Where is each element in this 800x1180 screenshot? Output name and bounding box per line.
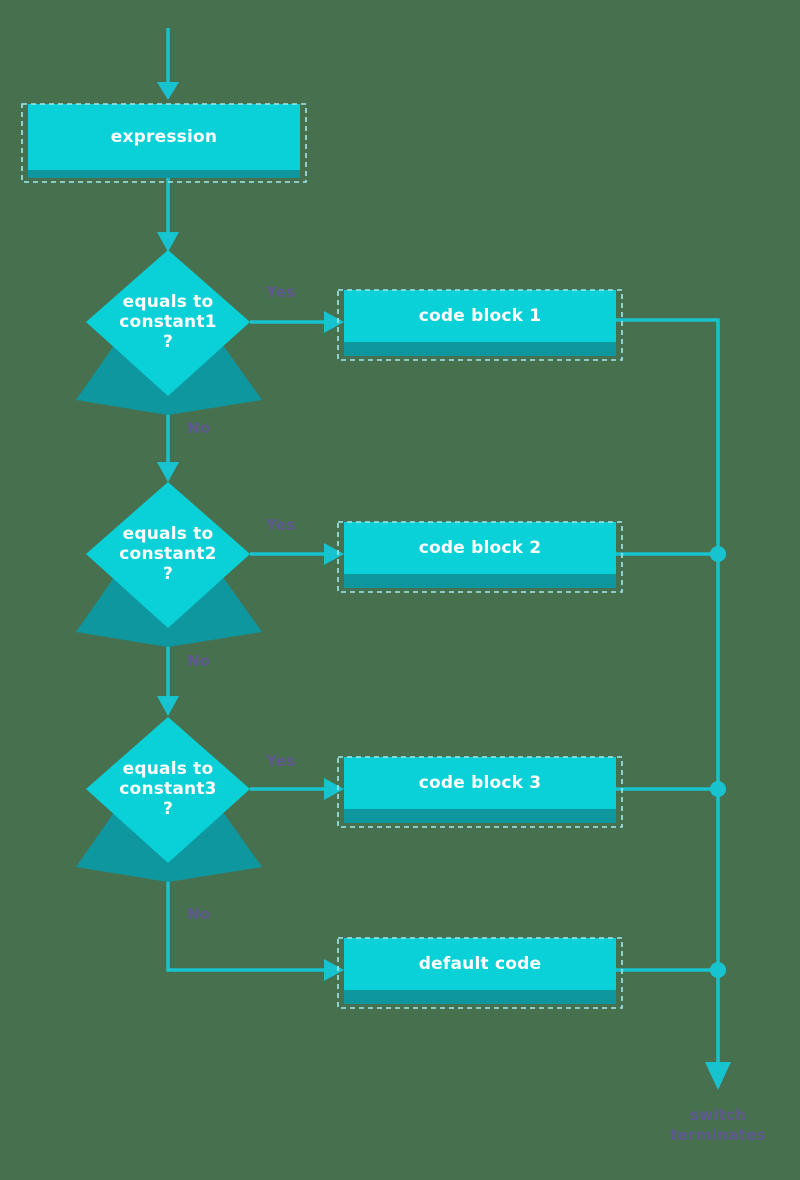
connector-lines	[166, 28, 720, 1072]
edge-label-yes-1: Yes	[266, 283, 296, 301]
node-block3[interactable]	[337, 756, 623, 828]
node-decision2[interactable]	[76, 482, 262, 647]
block1-shadow	[344, 340, 616, 356]
decision1-body	[86, 250, 250, 396]
junction-dot-icon-block2	[710, 546, 726, 562]
block1-selection-outline	[337, 289, 623, 361]
node-expression[interactable]	[21, 103, 307, 183]
block3-shadow	[344, 807, 616, 823]
node-default-block[interactable]	[337, 937, 623, 1009]
edge-label-no-2: No	[187, 652, 211, 670]
edge-label-no-1: No	[187, 419, 211, 437]
terminal-label: switch terminates	[628, 1105, 800, 1146]
block2-shadow	[344, 572, 616, 588]
node-decision3[interactable]	[76, 717, 262, 882]
arrowhead-icon-to-decision1	[157, 232, 179, 252]
arrowheads	[157, 82, 731, 1090]
expression-selection-outline	[21, 103, 307, 183]
node-block2[interactable]	[337, 521, 623, 593]
terminal-line1: switch	[689, 1106, 747, 1124]
default-shadow	[344, 988, 616, 1004]
decision3-body	[86, 717, 250, 863]
arrowhead-icon-entry	[157, 82, 179, 100]
default-selection-outline	[337, 937, 623, 1009]
arrowhead-icon-to-decision3	[157, 696, 179, 716]
arrowhead-icon-to-default	[324, 959, 344, 981]
block1-body	[344, 290, 616, 342]
edge-right-rail	[616, 318, 720, 1072]
node-decision1[interactable]	[76, 250, 262, 415]
junction-dot-icon-block3	[710, 781, 726, 797]
edge-decision3-no	[166, 868, 332, 972]
arrowhead-icon-to-decision2	[157, 462, 179, 482]
edge-label-no-3: No	[187, 905, 211, 923]
default-body	[344, 938, 616, 990]
edge-label-yes-3: Yes	[266, 752, 296, 770]
junction-dot-icon-default	[710, 962, 726, 978]
arrowhead-icon-to-block3	[324, 778, 344, 800]
decision2-body	[86, 482, 250, 628]
terminal-line2: terminates	[670, 1126, 766, 1145]
arrowhead-icon-to-block1	[324, 311, 344, 333]
expression-shadow	[28, 168, 300, 178]
junction-dots	[710, 546, 726, 978]
block3-body	[344, 757, 616, 809]
block2-selection-outline	[337, 521, 623, 593]
node-block1[interactable]	[337, 289, 623, 361]
arrowhead-icon-terminal	[705, 1062, 731, 1090]
expression-body	[28, 104, 300, 170]
block3-selection-outline	[337, 756, 623, 828]
edge-label-yes-2: Yes	[266, 516, 296, 534]
arrowhead-icon-to-block2	[324, 543, 344, 565]
block2-body	[344, 522, 616, 574]
